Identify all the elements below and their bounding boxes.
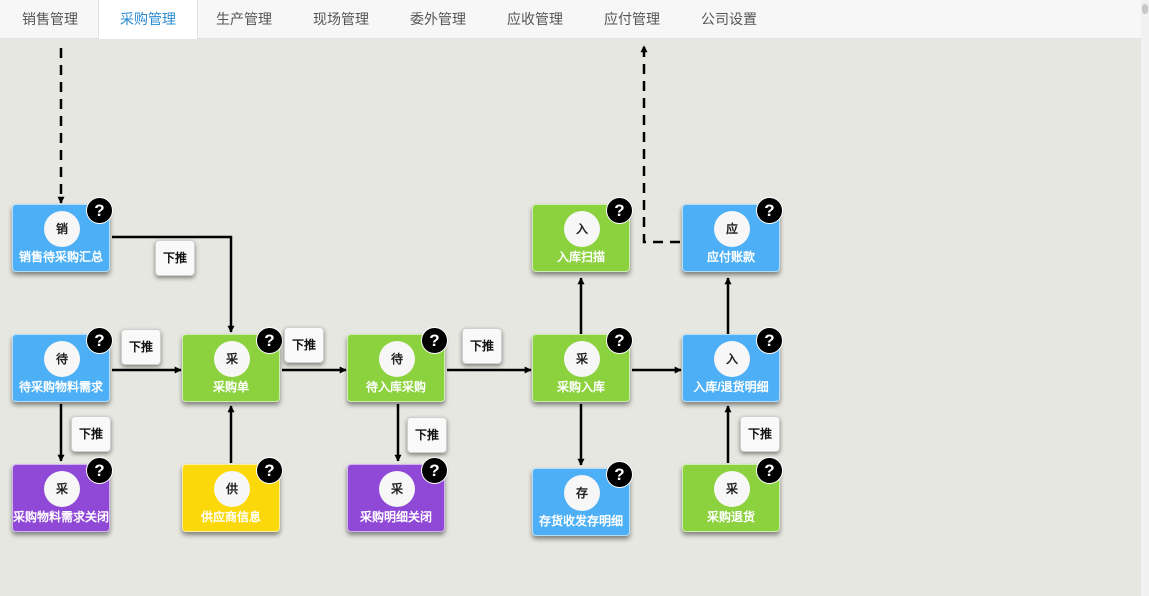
tab-production[interactable]: 生产管理 (216, 11, 272, 27)
help-icon[interactable]: ? (256, 457, 283, 484)
help-icon[interactable]: ? (606, 197, 633, 224)
node-label: 供应商信息 (200, 510, 261, 524)
node-label: 销售待采购汇总 (18, 250, 103, 264)
node-purchase-order[interactable]: 采 采购单 (182, 334, 280, 402)
push-button-demand[interactable]: 下推 (121, 329, 161, 365)
node-purchase-detail-close[interactable]: 采 采购明细关闭 (347, 464, 445, 532)
node-glyph: 采 (214, 341, 250, 377)
push-button-order[interactable]: 下推 (284, 327, 324, 363)
node-glyph: 采 (714, 471, 750, 507)
help-icon[interactable]: ? (256, 327, 283, 354)
node-glyph: 供 (214, 471, 250, 507)
help-icon[interactable]: ? (756, 327, 783, 354)
scrollbar-thumb[interactable] (1142, 4, 1148, 14)
tab-outsourcing[interactable]: 委外管理 (410, 11, 466, 27)
node-label: 待采购物料需求 (18, 380, 103, 394)
push-button-demand-close[interactable]: 下推 (71, 416, 111, 452)
node-label: 采购物料需求关闭 (13, 510, 110, 524)
node-label: 采购单 (212, 380, 249, 394)
help-icon[interactable]: ? (606, 461, 633, 488)
tab-company-settings[interactable]: 公司设置 (701, 11, 757, 27)
tab-payable[interactable]: 应付管理 (604, 11, 660, 27)
node-label: 入库/退货明细 (693, 380, 769, 394)
node-glyph: 销 (44, 211, 80, 247)
node-glyph: 待 (379, 341, 415, 377)
node-glyph: 待 (44, 341, 80, 377)
node-label: 采购退货 (706, 510, 755, 524)
push-button-summary[interactable]: 下推 (155, 240, 195, 276)
tab-onsite[interactable]: 现场管理 (313, 11, 369, 27)
help-icon[interactable]: ? (86, 327, 113, 354)
node-glyph: 应 (714, 211, 750, 247)
node-glyph: 采 (379, 471, 415, 507)
push-button-detail-close[interactable]: 下推 (407, 417, 447, 453)
tab-sales[interactable]: 销售管理 (22, 11, 78, 27)
node-label: 存货收发存明细 (538, 514, 623, 528)
arrow-summary-to-order (112, 235, 235, 333)
push-button-return[interactable]: 下推 (740, 416, 780, 452)
help-icon[interactable]: ? (756, 197, 783, 224)
node-glyph: 入 (564, 211, 600, 247)
node-purchase-return[interactable]: 采 采购退货 (682, 464, 780, 532)
vertical-scrollbar[interactable] (1141, 0, 1149, 596)
help-icon[interactable]: ? (421, 327, 448, 354)
node-label: 入库扫描 (556, 250, 605, 264)
node-label: 采购明细关闭 (359, 510, 432, 524)
help-icon[interactable]: ? (606, 327, 633, 354)
node-purchase-receipt[interactable]: 采 采购入库 (532, 334, 630, 402)
node-label: 采购入库 (556, 380, 605, 394)
help-icon[interactable]: ? (86, 197, 113, 224)
arrow-payable-out (640, 45, 680, 244)
help-icon[interactable]: ? (421, 457, 448, 484)
node-glyph: 采 (564, 341, 600, 377)
node-label: 应付账款 (706, 250, 755, 264)
node-pending-material-demand[interactable]: 待 待采购物料需求 (12, 334, 110, 402)
tab-receivable[interactable]: 应收管理 (507, 11, 563, 27)
tab-bar: 销售管理 采购管理 生产管理 现场管理 委外管理 应收管理 应付管理 公司设置 (0, 0, 1141, 39)
help-icon[interactable]: ? (86, 457, 113, 484)
tab-purchase[interactable]: 采购管理 (98, 0, 198, 39)
node-label: 待入库采购 (365, 380, 426, 394)
push-button-pending[interactable]: 下推 (462, 328, 502, 364)
node-glyph: 入 (714, 341, 750, 377)
node-glyph: 存 (564, 475, 600, 511)
node-glyph: 采 (44, 471, 80, 507)
help-icon[interactable]: ? (756, 457, 783, 484)
